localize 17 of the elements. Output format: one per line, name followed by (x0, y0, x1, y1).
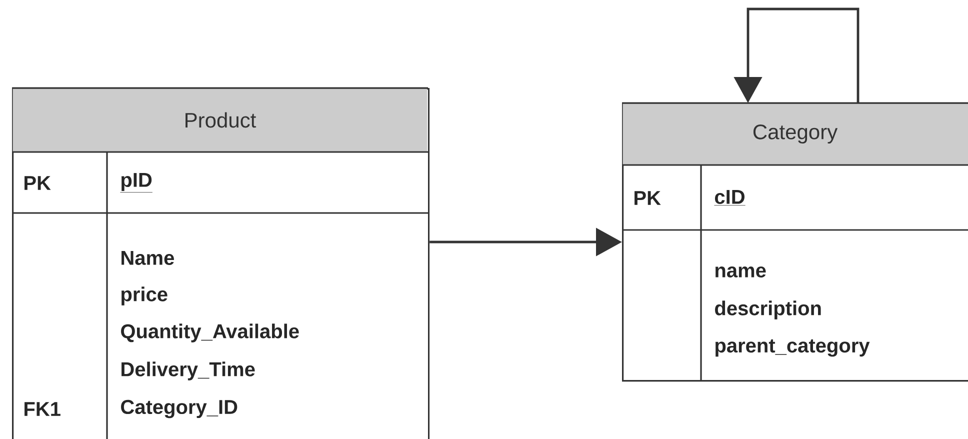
field-name: Category_ID (121, 400, 238, 418)
key-label: FK1 (24, 402, 60, 416)
primary-key-field: cID (714, 190, 746, 206)
field-name: Delivery_Time (122, 362, 255, 380)
field-name: Name (122, 251, 174, 265)
field-name: Quantity_Available (121, 324, 299, 342)
table-title: Product (186, 112, 256, 128)
field-name: description (715, 300, 821, 320)
entity-table (622, 102, 968, 382)
entity-table (12, 87, 430, 439)
field-name: parent_category (716, 339, 870, 357)
primary-key-field: pID (120, 173, 153, 193)
field-name: price (122, 286, 168, 306)
key-label: PK (24, 176, 51, 190)
field-name: name (716, 266, 766, 278)
table-title: Category (753, 124, 838, 144)
key-label: PK (634, 191, 661, 205)
